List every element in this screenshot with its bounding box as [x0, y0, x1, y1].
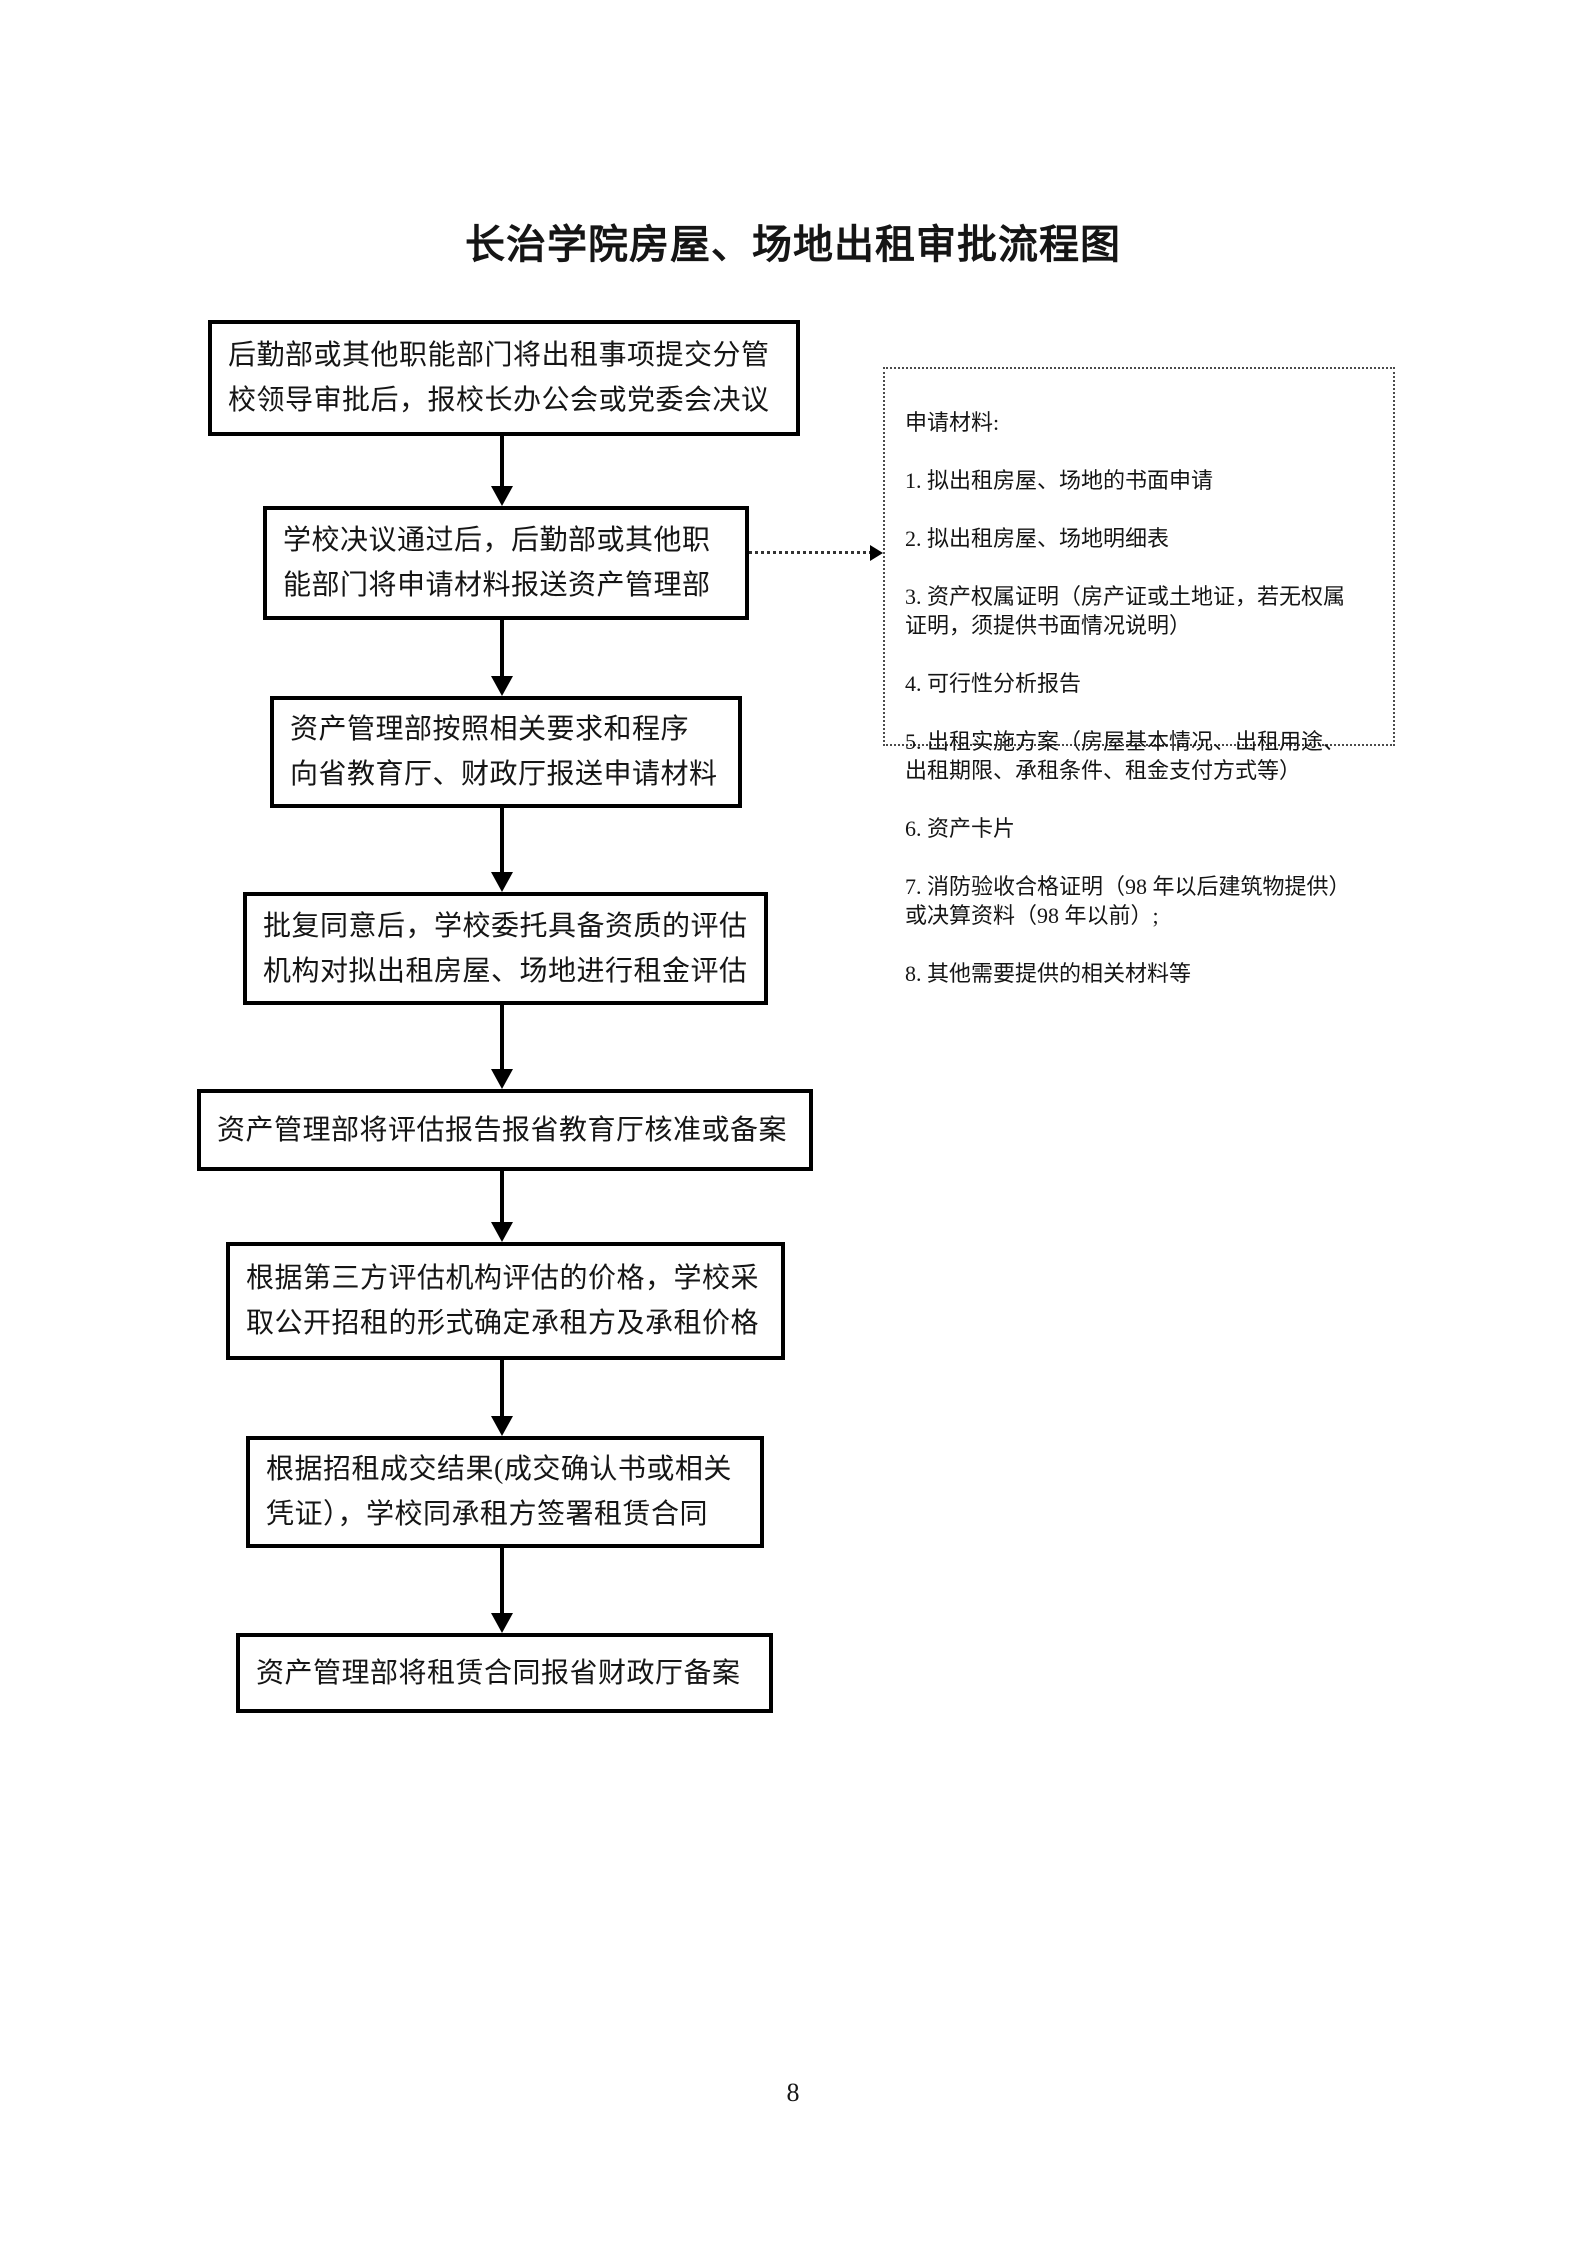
application-materials-note: 申请材料: 1. 拟出租房屋、场地的书面申请 2. 拟出租房屋、场地明细表 3.… — [883, 367, 1395, 986]
materials-item-4: 4. 可行性分析报告 — [905, 671, 1082, 696]
arrowhead-icon — [491, 1069, 513, 1089]
arrowhead-icon — [491, 486, 513, 506]
arrow-shaft — [500, 1360, 504, 1418]
arrowhead-icon — [491, 1613, 513, 1633]
flow-step-7: 根据招租成交结果(成交确认书或相关 凭证），学校同承租方签署租赁合同 — [246, 1436, 764, 1548]
flow-step-1: 后勤部或其他职能部门将出租事项提交分管 校领导审批后，报校长办公会或党委会决议 — [208, 320, 800, 436]
arrowhead-icon — [491, 1222, 513, 1242]
arrow-down-icon — [491, 436, 513, 506]
flow-step-2: 学校决议通过后，后勤部或其他职 能部门将申请材料报送资产管理部 — [263, 506, 749, 620]
materials-item-2: 2. 拟出租房屋、场地明细表 — [905, 526, 1170, 551]
arrow-shaft — [500, 436, 504, 488]
arrow-down-icon — [491, 1360, 513, 1436]
page-number: 8 — [786, 2078, 800, 2107]
arrow-shaft — [500, 1171, 504, 1224]
arrow-shaft — [500, 1548, 504, 1615]
arrowhead-icon — [870, 545, 883, 561]
flow-step-3: 资产管理部按照相关要求和程序 向省教育厅、财政厅报送申请材料 — [270, 696, 742, 808]
arrowhead-icon — [491, 872, 513, 892]
arrow-down-icon — [491, 808, 513, 892]
flow-step-6: 根据第三方评估机构评估的价格，学校采 取公开招租的形式确定承租方及承租价格 — [226, 1242, 785, 1360]
materials-item-8: 8. 其他需要提供的相关材料等 — [905, 961, 1192, 986]
materials-item-3: 3. 资产权属证明（房产证或土地证，若无权属 证明，须提供书面情况说明） — [905, 584, 1346, 638]
flow-step-5: 资产管理部将评估报告报省教育厅核准或备案 — [197, 1089, 813, 1171]
materials-heading: 申请材料: — [905, 410, 1000, 435]
materials-item-6: 6. 资产卡片 — [905, 816, 1016, 841]
arrow-shaft — [500, 620, 504, 678]
dotted-line — [749, 551, 872, 554]
arrow-down-icon — [491, 1005, 513, 1089]
flow-step-8: 资产管理部将租赁合同报省财政厅备案 — [236, 1633, 773, 1713]
arrow-down-icon — [491, 1548, 513, 1633]
materials-item-1: 1. 拟出租房屋、场地的书面申请 — [905, 468, 1214, 493]
dotted-connector-arrow — [749, 545, 883, 561]
page-title: 长治学院房屋、场地出租审批流程图 — [465, 222, 1121, 267]
arrow-down-icon — [491, 620, 513, 696]
arrowhead-icon — [491, 1416, 513, 1436]
arrow-shaft — [500, 808, 504, 874]
materials-item-5: 5. 出租实施方案（房屋基本情况、出租用途、 出租期限、承租条件、租金支付方式等… — [905, 729, 1346, 783]
arrow-shaft — [500, 1005, 504, 1071]
flow-step-4: 批复同意后，学校委托具备资质的评估 机构对拟出租房屋、场地进行租金评估 — [243, 892, 768, 1005]
arrowhead-icon — [491, 676, 513, 696]
materials-item-7: 7. 消防验收合格证明（98 年以后建筑物提供） 或决算资料（98 年以前）; — [905, 874, 1351, 928]
arrow-down-icon — [491, 1171, 513, 1242]
